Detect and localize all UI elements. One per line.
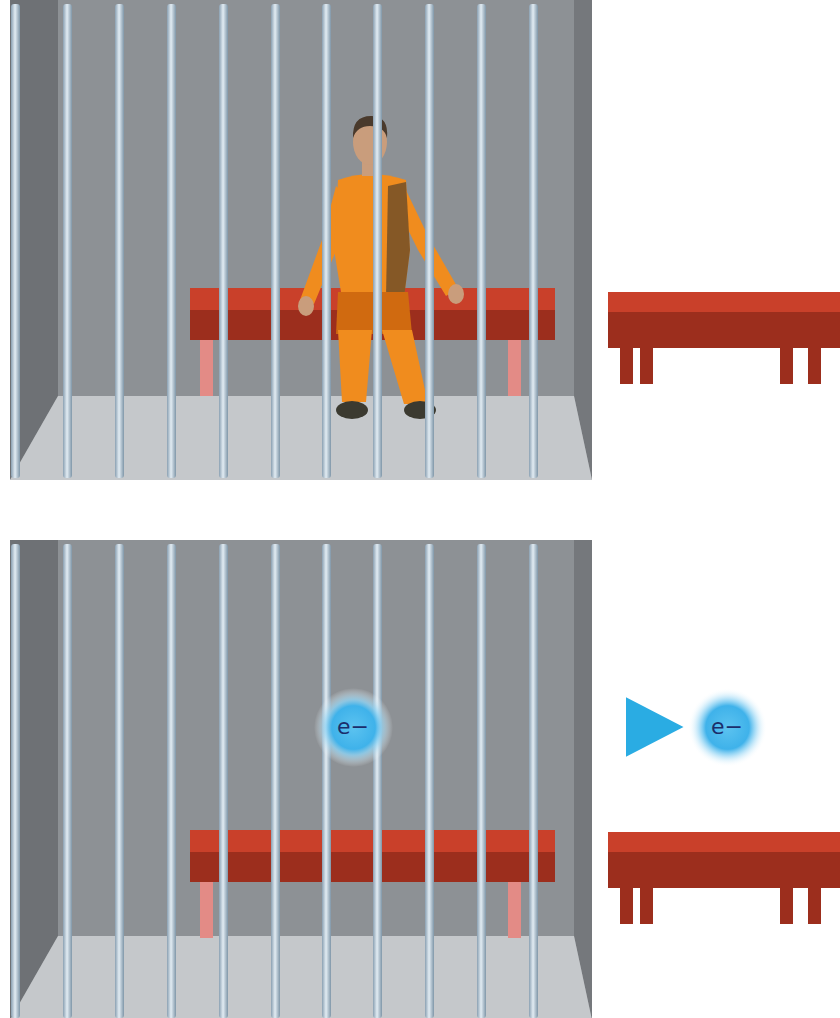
bench-leg — [780, 344, 793, 384]
side-wall — [10, 540, 58, 1018]
electron-circle: e− — [688, 688, 767, 767]
cell-bar — [11, 544, 20, 1018]
cell-bar — [167, 4, 176, 478]
bench — [190, 830, 555, 938]
cell-bar — [425, 544, 434, 1018]
side-wall — [10, 0, 58, 480]
bench — [608, 832, 840, 924]
cell-bar — [477, 544, 486, 1018]
floor — [10, 936, 592, 1018]
cell-bar — [271, 544, 280, 1018]
cell-bar — [63, 4, 72, 478]
cell-bar — [11, 4, 20, 478]
bench — [608, 292, 840, 384]
bench-top — [190, 830, 555, 852]
cell-bar — [115, 4, 124, 478]
cell-bar — [373, 4, 382, 478]
back-wall — [10, 540, 592, 1018]
bench-leg — [508, 878, 521, 938]
cell-panel — [10, 0, 840, 480]
bench-leg — [620, 344, 633, 384]
bench-leg — [640, 344, 653, 384]
side-wall — [574, 0, 592, 480]
bench-leg — [508, 336, 521, 396]
bench-front — [608, 312, 840, 348]
cell-bar — [477, 4, 486, 478]
electron-circle: e− — [314, 688, 393, 767]
bench-leg — [808, 884, 821, 924]
cell-bar — [271, 4, 280, 478]
cell-bar — [63, 544, 72, 1018]
electron-label: e− — [711, 716, 743, 738]
back-wall — [10, 0, 592, 480]
bench-leg — [640, 884, 653, 924]
cell-bar — [219, 544, 228, 1018]
cell-panel — [10, 540, 840, 1018]
bench-front — [190, 852, 555, 882]
bench — [190, 288, 555, 396]
cell-bar — [529, 4, 538, 478]
cell-bar — [425, 4, 434, 478]
bench-leg — [780, 884, 793, 924]
cell-bar — [115, 544, 124, 1018]
bench-leg — [620, 884, 633, 924]
cell-bar — [373, 544, 382, 1018]
bench-top — [608, 832, 840, 852]
side-wall — [574, 540, 592, 1018]
bench-front — [608, 852, 840, 888]
cell-bar — [529, 544, 538, 1018]
bench-leg — [200, 878, 213, 938]
cell-bar — [219, 4, 228, 478]
electron-label: e− — [337, 716, 369, 738]
bench-leg — [200, 336, 213, 396]
bench-top — [608, 292, 840, 312]
cell-bar — [322, 544, 331, 1018]
floor — [10, 396, 592, 480]
cell-bar — [167, 544, 176, 1018]
transfer-arrow — [395, 716, 682, 738]
cell-bar — [322, 4, 331, 478]
bench-leg — [808, 344, 821, 384]
